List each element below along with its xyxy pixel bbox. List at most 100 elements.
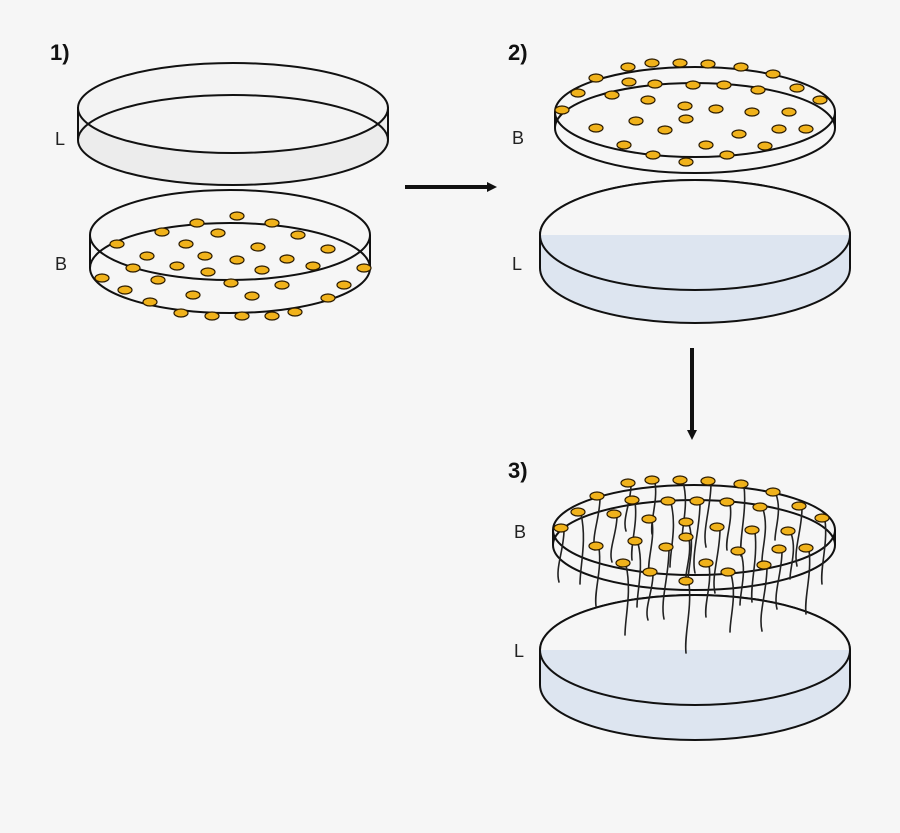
- seed-icon: [274, 280, 290, 290]
- step-3-panel: 3) L B: [508, 458, 851, 741]
- seed-icon: [708, 104, 724, 114]
- seed-icon: [744, 525, 760, 535]
- seed-icon: [553, 523, 569, 533]
- seed-icon: [733, 479, 749, 489]
- root-line: [594, 547, 601, 607]
- seed-icon: [647, 79, 663, 89]
- seed-icon: [620, 478, 636, 488]
- seed-icon: [570, 507, 586, 517]
- seed-icon: [620, 62, 636, 72]
- seed-icon: [658, 542, 674, 552]
- seed-icon: [700, 476, 716, 486]
- seed-icon: [624, 495, 640, 505]
- seed-icon: [223, 278, 239, 288]
- seed-icon: [698, 558, 714, 568]
- seed-icon: [644, 58, 660, 68]
- seed-icon: [320, 244, 336, 254]
- seed-icon: [142, 297, 158, 307]
- step-1-top-label: L: [55, 129, 65, 149]
- seed-icon: [798, 543, 814, 553]
- seed-icon: [752, 502, 768, 512]
- seed-icon: [678, 114, 694, 124]
- seed-icon: [178, 239, 194, 249]
- seed-icon: [716, 80, 732, 90]
- root-line: [774, 493, 780, 541]
- seed-icon: [336, 280, 352, 290]
- seed-icon: [604, 90, 620, 100]
- seed-icon: [204, 311, 220, 321]
- seed-icon: [672, 58, 688, 68]
- seed-icon: [588, 541, 604, 551]
- seed-icon: [229, 255, 245, 265]
- step-2-panel: 2) B L: [508, 40, 851, 324]
- seed-icon: [356, 263, 372, 273]
- seed-icon: [287, 307, 303, 317]
- root-line: [760, 566, 768, 632]
- root-line: [739, 552, 745, 606]
- seed-icon: [731, 129, 747, 139]
- seed-icon: [678, 576, 694, 586]
- seed-icon: [234, 311, 250, 321]
- seed-icon: [771, 124, 787, 134]
- root-line: [750, 531, 757, 603]
- root-line: [804, 549, 811, 615]
- seed-icon: [139, 251, 155, 261]
- seed-icon: [765, 487, 781, 497]
- root-line: [761, 508, 767, 562]
- seed-icon: [244, 291, 260, 301]
- root-line: [624, 564, 630, 636]
- seed-icon: [615, 558, 631, 568]
- seed-icon: [812, 95, 828, 105]
- step-2-top-label: B: [512, 128, 524, 148]
- step-1-number: 1): [50, 40, 70, 65]
- root-line: [579, 513, 585, 585]
- seed-icon: [733, 62, 749, 72]
- seed-icon: [641, 514, 657, 524]
- seed-icon: [677, 101, 693, 111]
- step-1-base-inner-rim: [89, 222, 371, 269]
- step-3-medium-back-rim: [539, 594, 851, 651]
- seed-icon: [672, 475, 688, 485]
- seed-icon: [814, 513, 830, 523]
- step-3-seeds: [553, 475, 830, 586]
- seed-icon: [229, 211, 245, 221]
- seed-icon: [791, 501, 807, 511]
- seed-icon: [628, 116, 644, 126]
- root-line: [624, 484, 632, 532]
- step-3-top-label: B: [514, 522, 526, 542]
- root-line: [713, 528, 721, 594]
- step-3-medium-dish: [539, 594, 851, 741]
- seed-icon: [154, 227, 170, 237]
- seed-icon: [588, 123, 604, 133]
- root-line: [775, 550, 783, 610]
- root-line: [557, 529, 565, 583]
- seed-icon: [589, 491, 605, 501]
- seed-icon: [730, 546, 746, 556]
- seed-icon: [719, 497, 735, 507]
- step-1-seeds: [94, 211, 372, 321]
- step-2-bottom-label: L: [512, 254, 522, 274]
- seed-icon: [150, 275, 166, 285]
- seed-icon: [678, 532, 694, 542]
- step-2-medium-back-rim: [539, 179, 851, 236]
- seed-icon: [757, 141, 773, 151]
- seed-icon: [645, 150, 661, 160]
- step-1-panel: 1) L B: [50, 40, 389, 321]
- root-line: [704, 482, 712, 548]
- root-line: [684, 582, 691, 654]
- seed-icon: [305, 261, 321, 271]
- seed-icon: [210, 228, 226, 238]
- seed-icon: [606, 509, 622, 519]
- seed-icon: [720, 567, 736, 577]
- step-3-roots: [557, 481, 827, 654]
- root-line: [610, 515, 618, 563]
- seed-icon: [781, 107, 797, 117]
- seed-icon: [173, 308, 189, 318]
- seed-icon: [640, 95, 656, 105]
- seed-icon: [169, 261, 185, 271]
- root-line: [704, 564, 711, 618]
- seed-icon: [94, 273, 110, 283]
- root-line: [630, 501, 637, 561]
- step-1-base-dish: [89, 189, 372, 321]
